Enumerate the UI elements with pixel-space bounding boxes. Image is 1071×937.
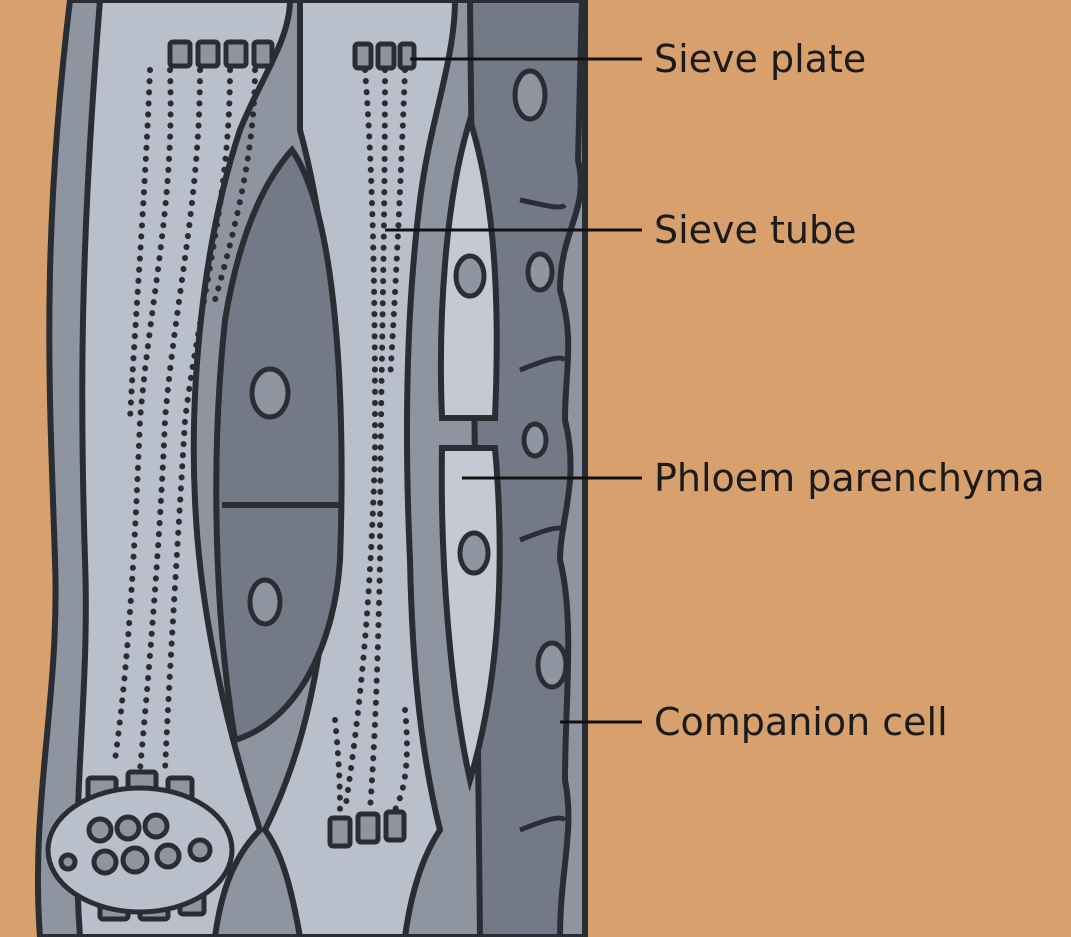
- companion-cell-nucleus: [515, 71, 545, 119]
- parenchyma-nucleus: [460, 533, 488, 573]
- label-phloem-parenchyma: Phloem parenchyma: [654, 459, 1045, 497]
- parenchyma-nucleus: [456, 256, 484, 296]
- label-sieve-plate: Sieve plate: [654, 40, 866, 78]
- label-companion-cell: Companion cell: [654, 703, 948, 741]
- companion-cell-nucleus: [524, 424, 546, 456]
- fusiform-cell-nucleus: [250, 580, 280, 624]
- companion-cell-nucleus: [538, 643, 566, 687]
- fusiform-cell-nucleus: [252, 369, 288, 417]
- label-sieve-tube: Sieve tube: [654, 211, 857, 249]
- companion-cell-nucleus: [528, 254, 552, 290]
- sieve-plate-face: [48, 788, 232, 912]
